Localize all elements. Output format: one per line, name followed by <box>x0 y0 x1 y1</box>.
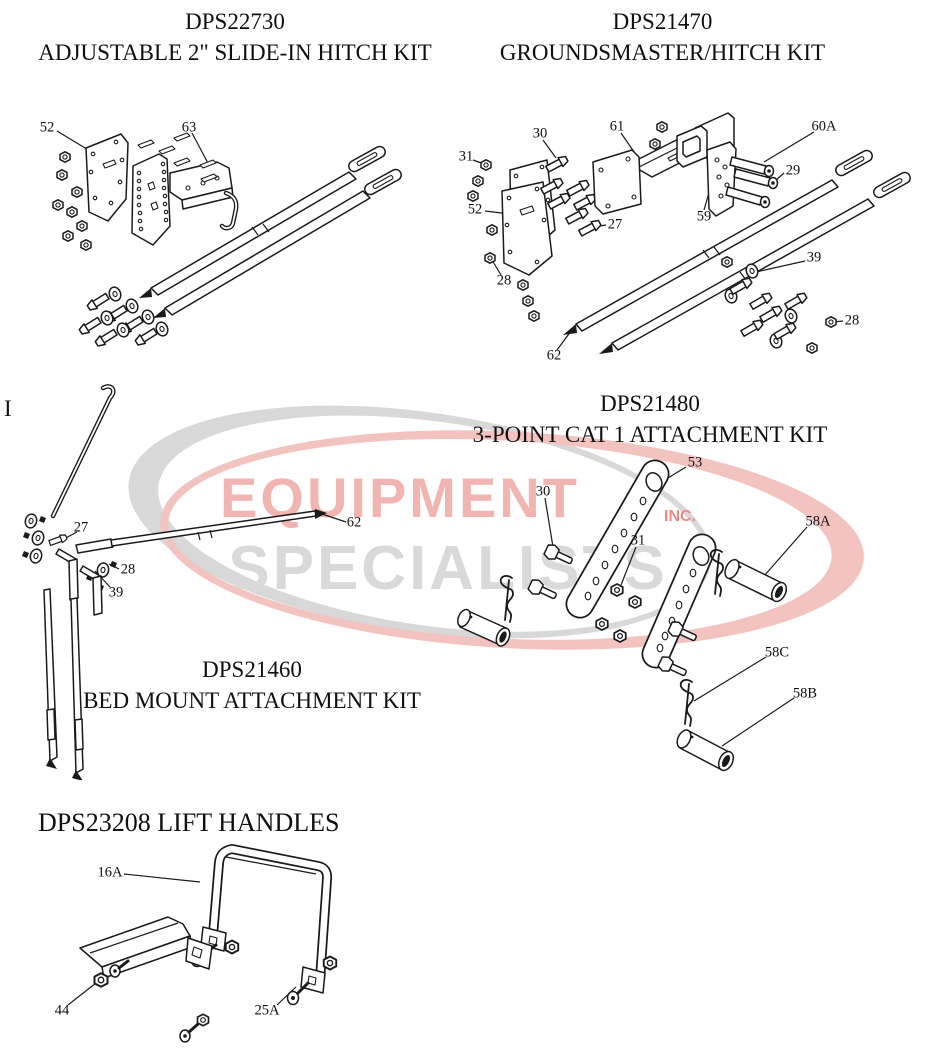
callout-39b: 39 <box>108 584 124 601</box>
hooked-rod <box>50 384 116 519</box>
callout-60A: 60A <box>811 118 837 135</box>
watermark-red-ellipse <box>160 430 864 650</box>
part-code: DPS22730 <box>185 9 285 34</box>
low-handle <box>79 916 213 1043</box>
part-name: 3-POINT CAT 1 ATTACHMENT KIT <box>472 422 828 447</box>
slot-links <box>346 143 404 198</box>
hitch-pin-58b <box>676 729 735 772</box>
angle-brackets <box>55 548 103 616</box>
link-arm-1 <box>565 459 670 619</box>
mounting-plates <box>501 159 556 276</box>
callout-31: 31 <box>458 148 474 165</box>
receiver-tube <box>676 112 737 217</box>
long-rods <box>43 588 84 780</box>
callout-30: 30 <box>532 125 548 142</box>
callout-63: 63 <box>181 119 197 136</box>
title-dps22730: DPS22730 ADJUSTABLE 2" SLIDE-IN HITCH KI… <box>20 6 450 68</box>
figure-dps21470-groundsmaster-hitch <box>467 112 913 354</box>
callout-58B: 58B <box>792 685 818 702</box>
callout-27b: 27 <box>73 519 89 536</box>
callout-16A: 16A <box>97 864 123 881</box>
clevis-pin-left <box>457 608 511 647</box>
title-dps23208: DPS23208 LIFT HANDLES <box>38 808 340 837</box>
callout-39: 39 <box>806 249 822 266</box>
spring-clips <box>137 132 218 183</box>
callout-58C: 58C <box>764 644 790 661</box>
title-dps21460: DPS21460 BED MOUNT ATTACHMENT KIT <box>62 654 442 716</box>
cross-rod <box>75 509 327 554</box>
callout-28-right: 28 <box>844 312 860 329</box>
callout-52b: 52 <box>467 201 483 218</box>
callout-28-left: 28 <box>496 272 512 289</box>
watermark-text-inc: INC. <box>664 508 696 525</box>
part-name: ADJUSTABLE 2" SLIDE-IN HITCH KIT <box>38 40 432 65</box>
callout-62b: 62 <box>346 514 362 531</box>
hitch-pin-58a <box>724 558 788 603</box>
part-code: DPS21460 <box>202 657 302 682</box>
part-name: GROUNDSMASTER/HITCH KIT <box>499 40 826 65</box>
hook-pin <box>219 190 239 231</box>
tie-straps <box>139 171 371 318</box>
mounting-plate <box>85 133 129 222</box>
part-code: DPS21480 <box>600 391 700 416</box>
callout-29: 29 <box>785 162 801 179</box>
title-dps21480: DPS21480 3-POINT CAT 1 ATTACHMENT KIT <box>455 388 845 450</box>
callout-30b: 30 <box>535 483 551 500</box>
part-code: DPS21470 <box>612 9 713 34</box>
figure-dps21480-3-point-cat1 <box>457 459 808 772</box>
callout-62: 62 <box>546 347 562 364</box>
figure-dps22730-slide-in-hitch <box>52 130 404 349</box>
hitch-pins <box>725 156 779 209</box>
part-name: BED MOUNT ATTACHMENT KIT <box>83 688 421 713</box>
c-handle <box>190 844 338 1006</box>
figure-dps23208-lift-handles <box>67 844 338 1043</box>
hardware-nuts-washers <box>52 151 92 251</box>
figure-label-I: I <box>4 396 12 421</box>
callout-44: 44 <box>54 1002 70 1019</box>
link-arm-2 <box>641 533 717 669</box>
callout-59: 59 <box>696 208 712 225</box>
callout-25A: 25A <box>254 1002 280 1019</box>
callout-27: 27 <box>607 216 623 233</box>
tie-straps <box>563 179 875 354</box>
callout-61: 61 <box>609 118 625 135</box>
callout-28b: 28 <box>120 561 136 578</box>
callout-53: 53 <box>687 454 703 471</box>
callout-52: 52 <box>39 119 55 136</box>
hitch-bracket <box>131 153 234 246</box>
leader-lines <box>67 873 297 1006</box>
callout-58A: 58A <box>805 513 831 530</box>
slot-links <box>833 147 913 201</box>
callout-31b: 31 <box>630 532 646 549</box>
figure-dps21460-bed-mount <box>22 384 347 780</box>
title-dps21470: DPS21470 GROUNDSMASTER/HITCH KIT <box>480 6 845 68</box>
